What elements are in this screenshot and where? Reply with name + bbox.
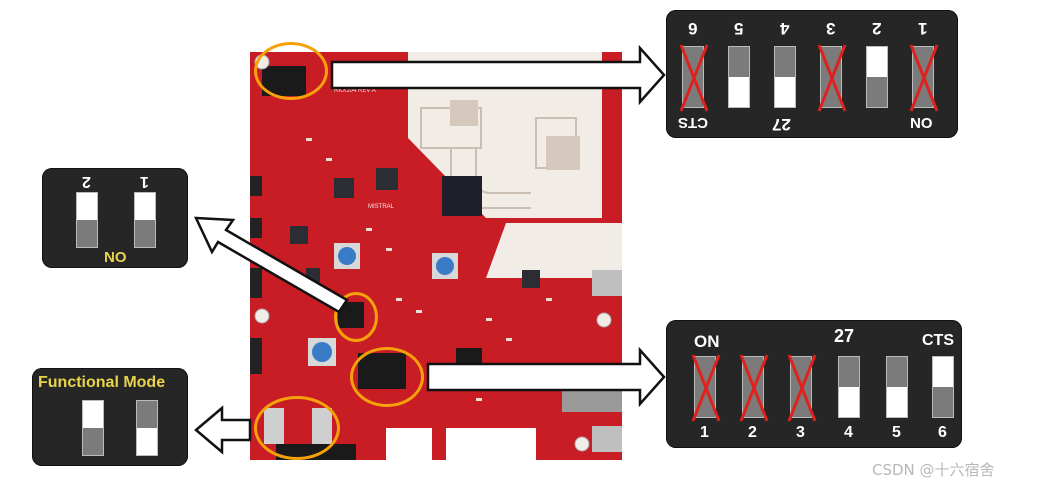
- arrow-left-diagonal: [193, 216, 349, 314]
- digit-label: 5: [734, 19, 744, 38]
- dip-switch-off: [817, 44, 847, 112]
- board-brand-label: MISTRAL: [368, 204, 395, 210]
- arrow-top-right: [330, 44, 666, 106]
- digit-label: 2: [748, 424, 757, 441]
- label-cts: CTS: [678, 114, 708, 131]
- dip-switch: [76, 192, 98, 248]
- label-27: 27: [772, 115, 791, 134]
- digit-label: 2: [82, 173, 91, 190]
- digit-label: 4: [844, 424, 853, 441]
- dip-switch: [774, 46, 796, 108]
- functional-mode-panel: Functional Mode: [32, 368, 188, 466]
- dip-switch-off: [739, 354, 769, 422]
- board-silkscreen-label: RKX104 REV A: [334, 88, 376, 94]
- functional-mode-title: Functional Mode: [38, 374, 166, 391]
- dip-switch-off: [679, 44, 709, 112]
- dip-switch: [886, 356, 908, 418]
- dip-switch-off: [691, 354, 721, 422]
- dip-switch: [932, 356, 954, 418]
- digit-label: 3: [826, 19, 836, 38]
- digit-label: 6: [938, 424, 947, 441]
- highlight-circle-right: [350, 347, 424, 407]
- dip-panel-left: 2 1 ON: [42, 168, 188, 268]
- ce-mark: CE: [468, 440, 494, 460]
- dip-panel-bottom-right: ON 27 CTS 1 2 3 4 5 6: [666, 320, 962, 448]
- arrow-functional-mode: [194, 405, 252, 455]
- pcb-illustration: [250, 52, 622, 460]
- dip-switch: [728, 46, 750, 108]
- digit-label: 4: [780, 19, 790, 38]
- highlight-circle-top: [254, 42, 328, 100]
- dip-switch-off: [909, 44, 939, 112]
- label-on: ON: [104, 248, 127, 265]
- digit-label: 3: [796, 424, 805, 441]
- digit-label: 5: [892, 424, 901, 441]
- highlight-circle-mid: [334, 292, 378, 342]
- digit-label: 1: [918, 19, 928, 38]
- dip-panel-top-right: 6 5 4 3 2 1 CTS 27 ON: [666, 10, 958, 138]
- dip-switch: [136, 400, 158, 456]
- digit-label: 2: [872, 19, 882, 38]
- digit-label: 1: [140, 173, 149, 190]
- digit-label: 6: [688, 19, 698, 38]
- arrow-bottom-right: [426, 346, 666, 408]
- dip-switch: [82, 400, 104, 456]
- pcb-board: RKX104 REV A MISTRAL CE: [246, 48, 626, 476]
- label-on: ON: [910, 114, 933, 131]
- dip-switch-off: [787, 354, 817, 422]
- highlight-circle-bottom: [254, 396, 340, 460]
- label-on: ON: [694, 332, 720, 351]
- dip-switch: [838, 356, 860, 418]
- label-cts: CTS: [922, 332, 954, 349]
- digit-label: 1: [700, 424, 709, 441]
- watermark: CSDN @十六宿舍: [872, 461, 995, 479]
- label-27: 27: [834, 326, 855, 346]
- dip-switch: [134, 192, 156, 248]
- dip-switch: [866, 46, 888, 108]
